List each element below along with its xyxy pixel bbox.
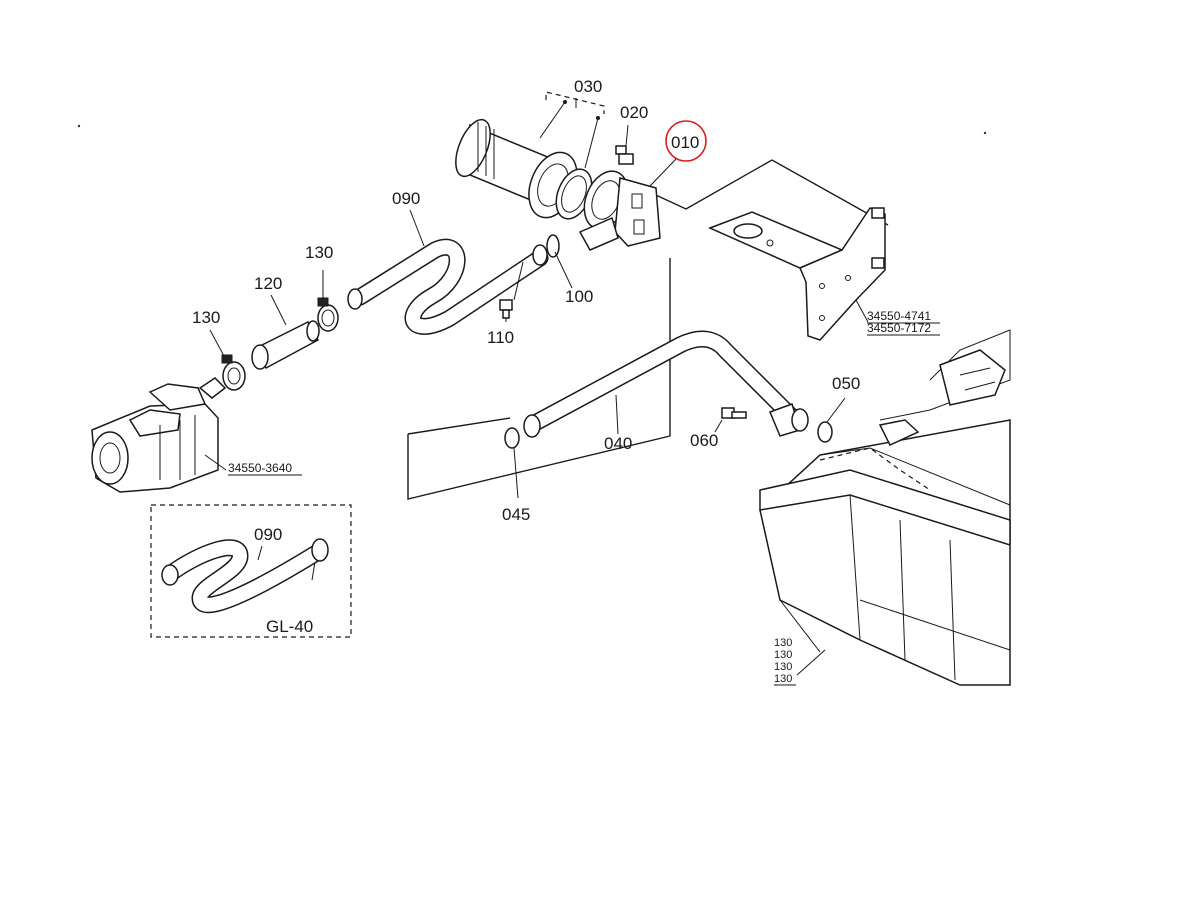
ref-pump: 34550-3640: [228, 461, 292, 475]
transmission-housing: [759, 329, 1011, 686]
hydraulic-pump: [91, 377, 227, 493]
ref-engine-2: 130: [774, 649, 792, 661]
inset-model-label: GL-40: [266, 617, 313, 636]
suction-hose-090: [347, 238, 549, 335]
return-pipe-040: [523, 330, 809, 438]
mounting-bracket: [708, 207, 886, 341]
label-120: 120: [254, 274, 282, 293]
label-090: 090: [392, 189, 420, 208]
hose-clamp-upper: [317, 270, 339, 332]
inset-variant-box: [150, 504, 352, 638]
pipe-120: [251, 320, 320, 370]
label-020: 020: [620, 103, 648, 122]
label-050: 050: [832, 374, 860, 393]
o-ring-045: [504, 427, 520, 449]
label-110: 110: [487, 328, 514, 347]
bracket-leader: [644, 159, 889, 226]
label-100: 100: [565, 287, 593, 306]
label-030: 030: [574, 77, 602, 96]
label-040: 040: [604, 434, 632, 453]
label-060: 060: [690, 431, 718, 450]
ref-engine-4: 130: [774, 673, 792, 685]
highlight-circle: [665, 120, 707, 162]
ref-bracket-b: 34550-7172: [867, 321, 931, 335]
label-130-lower: 130: [192, 308, 220, 327]
label-045: 045: [502, 505, 530, 524]
filter-head: [578, 170, 661, 251]
ref-bracket-a: 34550-4741: [867, 309, 931, 323]
o-ring-100: [546, 234, 560, 258]
hose-clamp-lower: [209, 329, 246, 391]
inset-hose-090: [161, 538, 329, 614]
label-090-inset: 090: [254, 525, 282, 544]
ref-engine-1: 130: [774, 637, 792, 649]
oil-filter: [455, 118, 593, 220]
bolt-060: [714, 407, 747, 433]
label-130-upper: 130: [305, 243, 333, 262]
fitting-110: [499, 299, 513, 322]
o-ring-050: [817, 421, 833, 443]
label-010[interactable]: 010: [671, 133, 699, 152]
bolt-020: [615, 124, 634, 165]
ref-engine-3: 130: [774, 661, 792, 673]
